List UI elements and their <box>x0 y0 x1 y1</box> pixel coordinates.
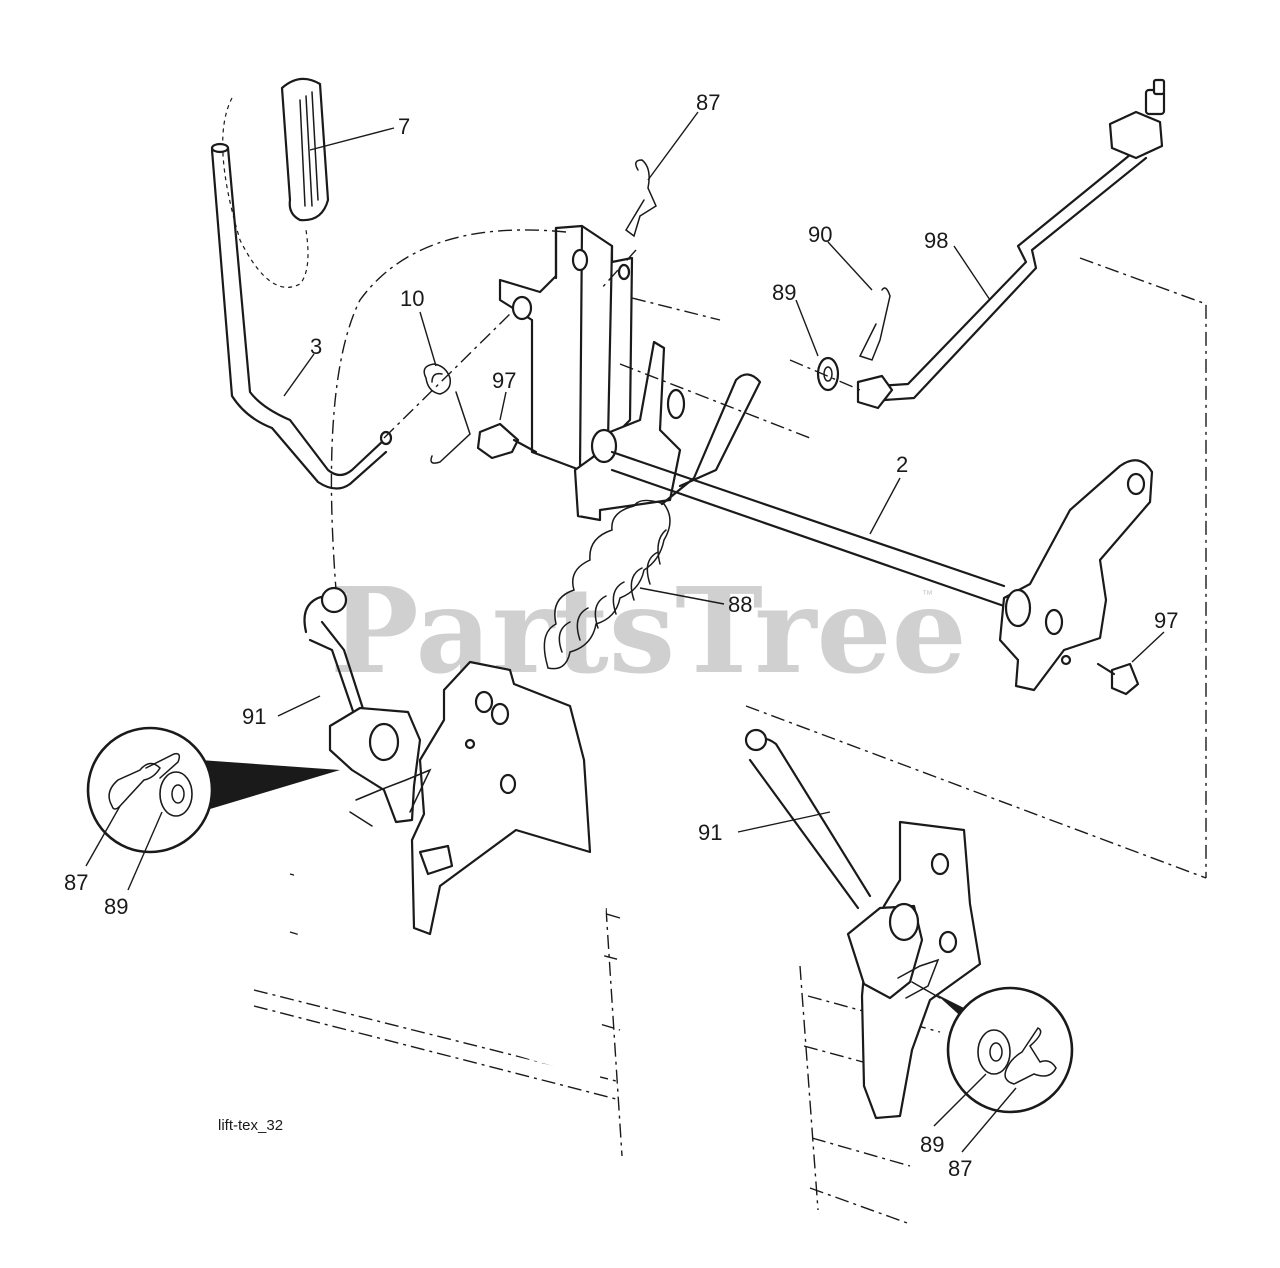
callout-89-top: 89 <box>772 280 796 305</box>
callout-87-top: 87 <box>696 90 720 115</box>
left-deck-hanger <box>290 586 606 1080</box>
hairpin-clip-top <box>599 159 657 291</box>
callout-91-left: 91 <box>242 704 266 729</box>
watermark-trademark: ™ <box>922 589 933 601</box>
detail-circle-left <box>86 726 340 854</box>
bolt-97-right <box>1096 662 1140 696</box>
callout-97-right: 97 <box>1154 608 1178 633</box>
lift-lever <box>210 142 393 490</box>
callout-90: 90 <box>808 222 832 247</box>
callout-labels: 7 87 90 98 89 10 3 97 2 88 97 91 91 87 8… <box>64 90 1178 1181</box>
callout-2: 2 <box>896 452 908 477</box>
callout-97-left: 97 <box>492 368 516 393</box>
watermark: PartsTree ™ <box>330 561 967 700</box>
right-lift-arm <box>998 459 1154 692</box>
right-deck-hanger <box>744 728 982 1120</box>
main-bracket <box>498 224 634 472</box>
callout-91-right: 91 <box>698 820 722 845</box>
callout-3: 3 <box>310 334 322 359</box>
drawing-code: lift-tex_32 <box>218 1117 283 1134</box>
lift-spring <box>543 373 762 670</box>
pivot-bracket <box>573 340 686 522</box>
callout-88: 88 <box>728 592 752 617</box>
detail-circle-right <box>936 986 1074 1114</box>
callout-7: 7 <box>398 114 410 139</box>
hairpin-clip-90 <box>858 287 891 361</box>
watermark-text: PartsTree <box>330 561 967 700</box>
lift-link <box>856 78 1166 410</box>
handle-grip <box>222 77 330 288</box>
callout-leaders <box>85 111 1165 1153</box>
callout-87-left: 87 <box>64 870 88 895</box>
callout-98: 98 <box>924 228 948 253</box>
callout-89-right: 89 <box>920 1132 944 1157</box>
callout-10: 10 <box>400 286 424 311</box>
callout-87-right: 87 <box>948 1156 972 1181</box>
torsion-spring <box>423 363 471 464</box>
bolt-97-left <box>476 422 538 460</box>
callout-89-left: 89 <box>104 894 128 919</box>
